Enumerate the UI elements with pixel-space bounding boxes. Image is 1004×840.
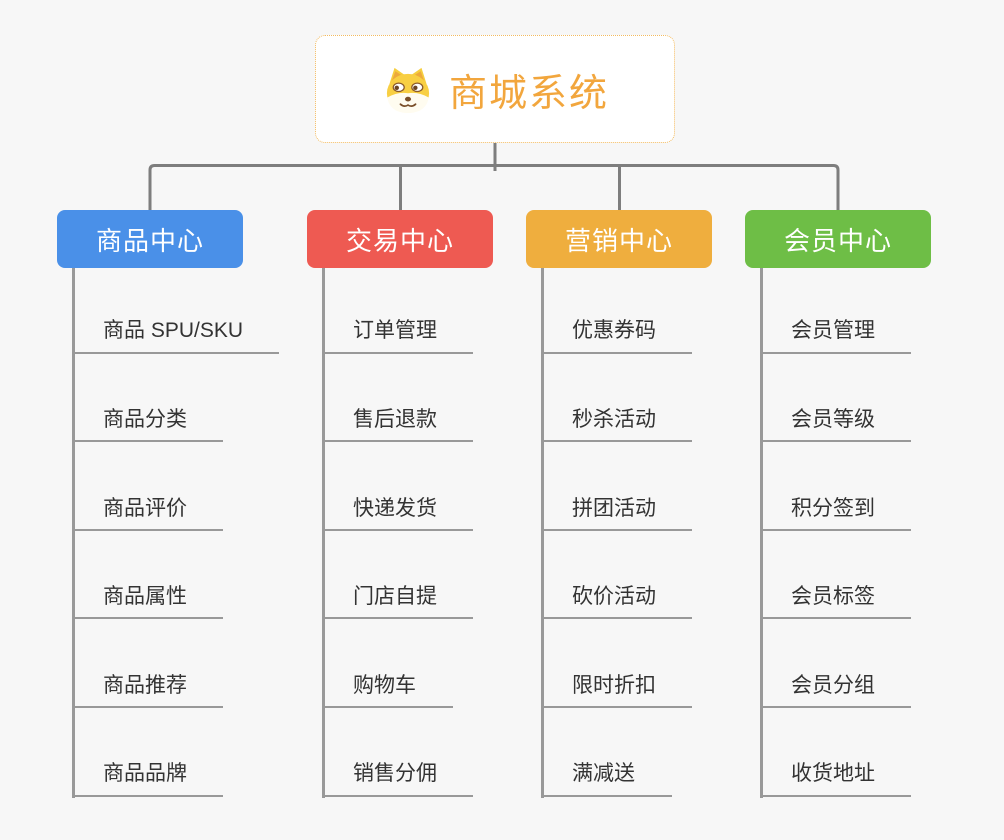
leaf-label: 收货地址 — [791, 762, 875, 786]
branch-vertical-line — [541, 268, 544, 798]
leaf-label: 砍价活动 — [572, 585, 656, 609]
branch: 营销中心 优惠券码秒杀活动拼团活动砍价活动限时折扣满减送 — [526, 210, 712, 798]
leaf-item[interactable]: 购物车 — [322, 619, 453, 708]
branch-leaf-column: 订单管理售后退款快递发货门店自提购物车销售分佣 — [322, 265, 473, 798]
leaf-item[interactable]: 收货地址 — [760, 708, 911, 797]
leaf-label: 销售分佣 — [353, 762, 437, 786]
branch-node-label: 商品中心 — [95, 225, 204, 256]
branch-node-label: 营销中心 — [564, 225, 673, 256]
leaf-item[interactable]: 商品品牌 — [72, 708, 223, 797]
leaf-label: 购物车 — [353, 673, 416, 697]
root-node[interactable]: 商城系统 — [315, 35, 675, 143]
leaf-item[interactable]: 会员管理 — [760, 265, 911, 354]
leaf-item[interactable]: 销售分佣 — [322, 708, 473, 797]
leaf-item[interactable]: 满减送 — [541, 708, 672, 797]
branch-node-3[interactable]: 营销中心 — [526, 210, 712, 268]
leaf-label: 售后退款 — [353, 408, 437, 432]
branch-vertical-line — [322, 268, 325, 798]
branch-leaf-column: 商品 SPU/SKU 商品分类商品评价商品属性商品推荐商品品牌 — [72, 265, 280, 798]
leaf-item[interactable]: 售后退款 — [322, 354, 473, 443]
leaf-item[interactable]: 砍价活动 — [541, 531, 692, 620]
leaf-item[interactable]: 商品分类 — [72, 354, 223, 443]
leaf-label: 商品分类 — [103, 408, 187, 432]
leaf-label: 门店自提 — [353, 585, 437, 609]
branch-node-1[interactable]: 商品中心 — [57, 210, 243, 268]
leaf-label: 商品评价 — [103, 496, 187, 520]
leaf-item[interactable]: 秒杀活动 — [541, 354, 692, 443]
leaf-label: 商品 SPU/SKU — [103, 319, 244, 343]
leaf-label: 会员等级 — [791, 408, 875, 432]
leaf-label: 快递发货 — [353, 496, 437, 520]
branch-leaf-column: 优惠券码秒杀活动拼团活动砍价活动限时折扣满减送 — [541, 265, 692, 798]
leaf-label: 会员标签 — [791, 585, 875, 609]
branch-vertical-line — [760, 268, 763, 798]
branch: 商品中心 商品 SPU/SKU 商品分类商品评价商品属性商品推荐商品品牌 — [57, 210, 280, 798]
doge-icon — [386, 67, 430, 114]
branch-node-label: 交易中心 — [345, 225, 454, 256]
leaf-item[interactable]: 订单管理 — [322, 265, 473, 354]
leaf-label: 满减送 — [572, 762, 635, 786]
branch-node-2[interactable]: 交易中心 — [307, 210, 493, 268]
leaf-item[interactable]: 积分签到 — [760, 442, 911, 531]
leaf-item[interactable]: 商品评价 — [72, 442, 223, 531]
branch-leaf-column: 会员管理会员等级积分签到会员标签会员分组收货地址 — [760, 265, 911, 798]
leaf-label: 秒杀活动 — [572, 408, 656, 432]
leaf-item[interactable]: 限时折扣 — [541, 619, 692, 708]
leaf-label: 会员分组 — [791, 673, 875, 697]
leaf-item[interactable]: 会员标签 — [760, 531, 911, 620]
leaf-item[interactable]: 商品 SPU/SKU — [72, 265, 280, 354]
branch-vertical-line — [72, 268, 75, 798]
leaf-label: 商品属性 — [103, 585, 187, 609]
branch-node-label: 会员中心 — [783, 225, 892, 256]
leaf-label: 会员管理 — [791, 319, 875, 343]
leaf-label: 限时折扣 — [572, 673, 656, 697]
leaf-item[interactable]: 拼团活动 — [541, 442, 692, 531]
leaf-item[interactable]: 快递发货 — [322, 442, 473, 531]
leaf-label: 优惠券码 — [572, 319, 656, 343]
leaf-item[interactable]: 优惠券码 — [541, 265, 692, 354]
leaf-label: 拼团活动 — [572, 496, 656, 520]
root-title: 商城系统 — [448, 72, 609, 115]
connector-path — [148, 143, 840, 210]
leaf-item[interactable]: 商品属性 — [72, 531, 223, 620]
leaf-label: 积分签到 — [791, 496, 875, 520]
leaf-label: 商品品牌 — [103, 762, 187, 786]
leaf-item[interactable]: 会员分组 — [760, 619, 911, 708]
branch-node-4[interactable]: 会员中心 — [745, 210, 931, 268]
leaf-label: 订单管理 — [353, 319, 437, 343]
leaf-label: 商品推荐 — [103, 673, 187, 697]
branch: 交易中心 订单管理售后退款快递发货门店自提购物车销售分佣 — [307, 210, 493, 798]
leaf-item[interactable]: 门店自提 — [322, 531, 473, 620]
leaf-item[interactable]: 商品推荐 — [72, 619, 223, 708]
branch: 会员中心 会员管理会员等级积分签到会员标签会员分组收货地址 — [745, 210, 931, 798]
leaf-item[interactable]: 会员等级 — [760, 354, 911, 443]
